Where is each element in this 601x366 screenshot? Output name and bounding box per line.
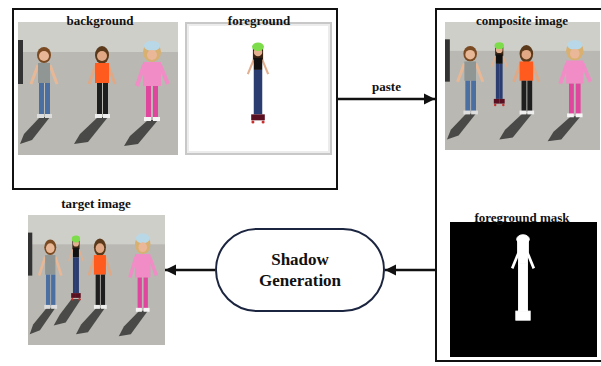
- panel-heading: foreground mask: [474, 210, 569, 225]
- panel-heading: background: [67, 13, 134, 28]
- output-group-box: composite image foreground mask: [435, 8, 601, 362]
- arrow-connector: [338, 98, 435, 101]
- process-label: Shadow Generation: [245, 249, 355, 291]
- panel-heading: target image: [61, 196, 131, 211]
- input-group-box: background foreground: [12, 8, 338, 190]
- panel-heading: foreground: [228, 13, 290, 28]
- target-image-panel: target image: [28, 196, 165, 346]
- panel-heading: composite image: [476, 13, 568, 28]
- arrow-connector: [165, 269, 215, 272]
- edge-label: paste: [370, 79, 403, 94]
- arrow-connector: [385, 269, 435, 272]
- process-pill: Shadow Generation: [215, 228, 385, 312]
